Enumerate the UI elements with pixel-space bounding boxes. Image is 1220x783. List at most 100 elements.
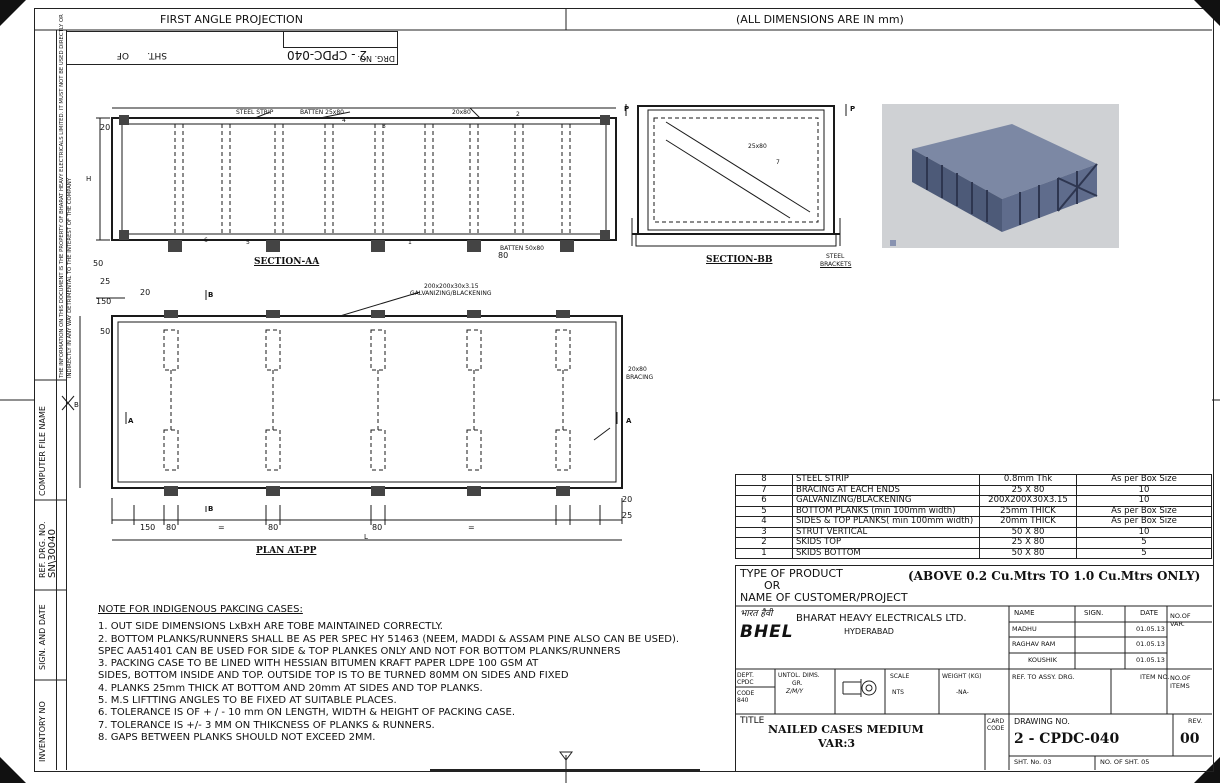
gr-label: GR. — [792, 680, 803, 687]
note-1: 1. OUT SIDE DIMENSIONS LxBxH ARE TOBE MA… — [98, 621, 443, 633]
callout-4: 4 — [342, 117, 346, 124]
item-no-label: ITEM NO. — [1140, 673, 1170, 681]
label-brackets: BRACKETS — [820, 261, 852, 268]
name-3: KOUSHIK — [1028, 656, 1057, 664]
dim-50-aa: 50 — [93, 259, 104, 268]
note-6: 6. TOLERANCE IS OF + / - 10 mm ON LENGTH… — [98, 707, 516, 719]
label-bracing: BRACING — [626, 374, 654, 381]
callout-2: 2 — [516, 111, 520, 118]
dept-label: DEPT. CPDC — [737, 672, 754, 686]
label-bracing-size: 20x80 — [628, 366, 647, 373]
company-city: HYDERABAD — [844, 627, 894, 636]
callout-3: 3 — [382, 123, 386, 130]
title-block-grid — [735, 605, 1212, 770]
customer-project-label: NAME OF CUSTOMER/PROJECT — [740, 591, 908, 604]
drawing-no-value: 2 - CPDC-040 — [1014, 731, 1120, 747]
volume-range: (ABOVE 0.2 Cu.Mtrs TO 1.0 Cu.Mtrs ONLY) — [908, 569, 1201, 583]
dim-80-a: 80 — [166, 523, 177, 532]
logo-hindi: भारत हैवी — [740, 609, 773, 619]
callout-7: 7 — [776, 159, 780, 166]
label-B-top: B — [208, 291, 214, 299]
plan-pp-title: PLAN AT-PP — [256, 546, 317, 556]
col-name: NAME — [1014, 609, 1035, 617]
code-label: CODE 840 — [737, 690, 755, 704]
note-5: 5. M.S LIFTTING ANGLES TO BE FIXED AT SU… — [98, 695, 397, 707]
left-strip-dividers — [34, 379, 66, 681]
gr-value: Z/M/Y — [786, 688, 803, 695]
plan-pp-view — [61, 290, 623, 541]
col-sign: SIGN. — [1084, 609, 1104, 617]
note-3-cont: SIDES, BOTTOM INSIDE AND TOP. OUTSIDE TO… — [98, 670, 569, 682]
section-aa-title: SECTION-AA — [254, 257, 320, 267]
label-A-right: A — [626, 417, 632, 425]
or-label: OR — [764, 579, 781, 592]
title-label: TITLE — [740, 716, 765, 726]
section-aa-view — [96, 107, 617, 252]
untol-dims: UNTOL. DIMS. — [778, 672, 820, 679]
section-bb-title: SECTION-BB — [706, 255, 773, 265]
date-1: 01.05.13 — [1136, 625, 1165, 633]
label-P-left: P — [624, 105, 630, 113]
label-steel: STEEL — [826, 253, 845, 260]
notes-title: NOTE FOR INDIGENOUS PAKCING CASES: — [98, 604, 303, 615]
label-A-left: A — [128, 417, 134, 425]
left-info-strip — [34, 30, 57, 770]
weight-value: -NA- — [956, 689, 969, 696]
dim-20-aa: 20 — [100, 123, 111, 132]
packing-notes: NOTE FOR INDIGENOUS PAKCING CASES: 1. OU… — [98, 604, 679, 744]
callout-5: 5 — [246, 239, 250, 246]
weight-label: WEIGHT (KG) — [942, 673, 982, 680]
name-2: RAGHAV RAM — [1012, 640, 1056, 648]
no-of-var: NO.OF VAR. — [1170, 612, 1191, 628]
callout-1: 1 — [408, 239, 412, 246]
dim-20-top: 20 — [140, 288, 151, 297]
no-of-items: NO.OF ITEMS — [1170, 674, 1191, 690]
name-1: MADHU — [1012, 625, 1037, 633]
note-7: 7. TOLERANCE IS +/- 3 MM ON THIKCNESS OF… — [98, 719, 435, 731]
dim-80-c: 80 — [372, 523, 383, 532]
note-4: 4. PLANKS 25mm THICK AT BOTTOM AND 20mm … — [98, 682, 483, 694]
sheet-number: SHT. No. 03 — [1014, 758, 1052, 766]
label-batten-50x80: BATTEN 50x80 — [500, 245, 544, 252]
number-of-sheets: NO. OF SHT. 05 — [1100, 758, 1150, 766]
card-code-label: CARD CODE — [987, 718, 1005, 732]
rev-label: REV. — [1188, 717, 1203, 725]
isometric-render — [882, 104, 1119, 248]
label-25x80-bb: 25x80 — [748, 143, 767, 150]
label-B-dim: B — [74, 401, 79, 409]
scale-value: NTS — [892, 689, 904, 696]
note-2: 2. BOTTOM PLANKS/RUNNERS SHALL BE AS PER… — [98, 633, 680, 645]
bhel-logo: BHEL — [740, 622, 794, 642]
drawing-title-line1: NAILED CASES MEDIUM — [768, 723, 924, 736]
section-bb-view — [625, 104, 847, 247]
date-3: 01.05.13 — [1136, 656, 1165, 664]
label-L: L — [364, 533, 368, 541]
dim-80-aa: 80 — [498, 251, 509, 260]
label-eq-left: = — [218, 523, 225, 532]
rev-value: 00 — [1180, 731, 1200, 747]
scale-label: SCALE — [890, 673, 910, 680]
ref-assy-drg: REF. TO ASSY. DRG. — [1012, 673, 1075, 681]
label-batten-25x80: BATTEN 25x80 — [300, 109, 344, 116]
drawing-title-line2: VAR:3 — [818, 737, 856, 750]
label-steel-strip: STEEL STRIP — [236, 109, 274, 116]
note-8: 8. GAPS BETWEEN PLANKS SHOULD NOT EXCEED… — [98, 731, 376, 743]
label-B-bottom: B — [208, 505, 214, 513]
callout-6: 6 — [204, 237, 208, 244]
label-P-right: P — [850, 105, 856, 113]
label-galv-size: 200x200x30x3.15 — [424, 283, 479, 290]
dim-25-right: 25 — [622, 511, 633, 520]
dim-80-b: 80 — [268, 523, 279, 532]
date-2: 01.05.13 — [1136, 640, 1165, 648]
